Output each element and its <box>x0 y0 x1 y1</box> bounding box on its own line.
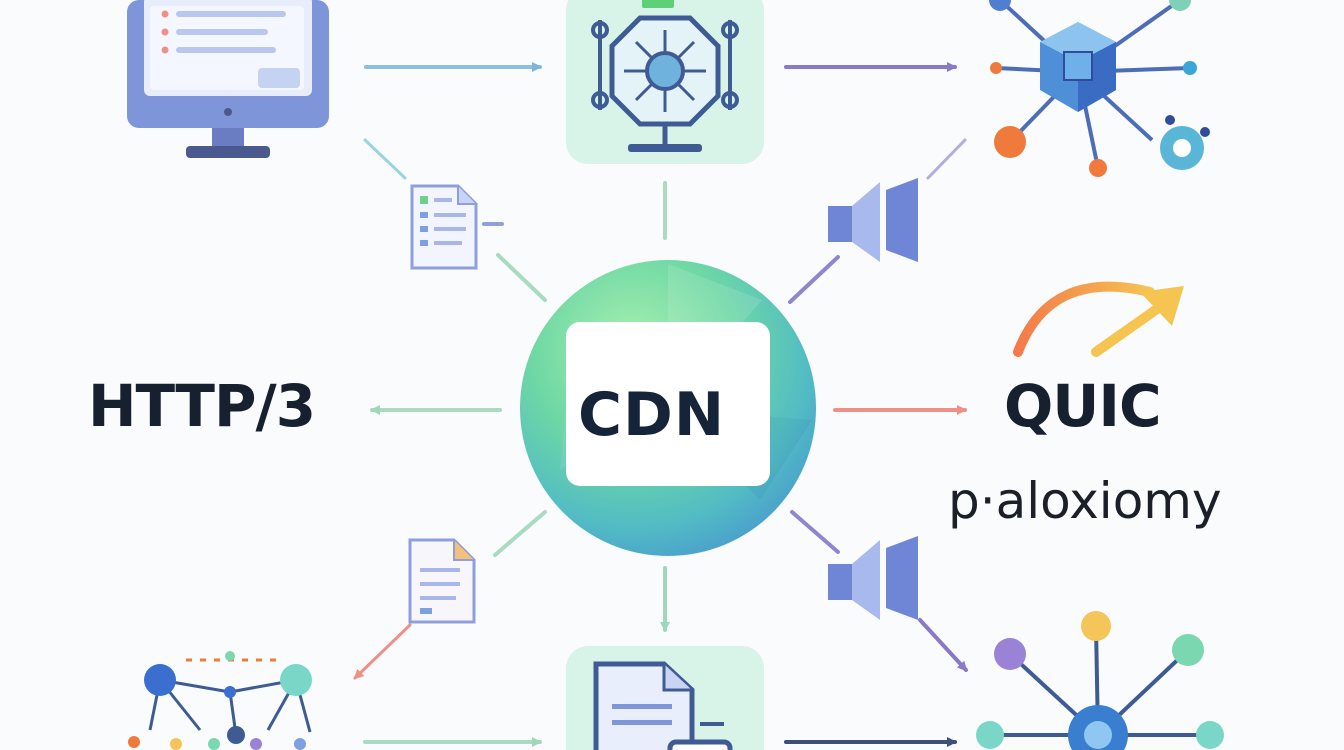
line-monitor-to-document <box>363 138 407 180</box>
line-speaker-to-hub <box>788 255 840 304</box>
speedometer-arc-icon <box>1013 281 1184 357</box>
arrow-speaker-to-hub-network <box>918 618 968 672</box>
line-hub-to-lower-document <box>493 510 547 557</box>
network-graph-icon <box>128 651 312 750</box>
document-icon <box>410 184 504 270</box>
lower-speaker-icon <box>828 536 918 620</box>
hub-network-icon <box>976 611 1224 750</box>
lower-document-icon <box>408 538 476 624</box>
arrow-document-to-network <box>353 623 412 680</box>
line-document-to-hub <box>496 253 547 302</box>
processor-gear-icon <box>566 0 764 164</box>
computer-monitor-icon <box>127 0 329 158</box>
crypto-cube-network-icon <box>989 0 1210 177</box>
quic-sublabel: p·aloxiomy <box>948 472 1222 530</box>
line-hub-to-lower-speaker <box>790 510 840 554</box>
line-cube-to-speaker <box>926 138 967 180</box>
quic-label: QUIC <box>1004 372 1162 440</box>
gear-icon <box>1160 115 1210 170</box>
cdn-hub <box>520 260 816 556</box>
speaker-icon <box>828 178 918 262</box>
file-server-icon <box>566 646 764 750</box>
http3-label: HTTP/3 <box>88 372 316 440</box>
cdn-label-card <box>566 322 770 486</box>
cdn-label: CDN <box>578 380 726 450</box>
connectors <box>353 62 968 747</box>
